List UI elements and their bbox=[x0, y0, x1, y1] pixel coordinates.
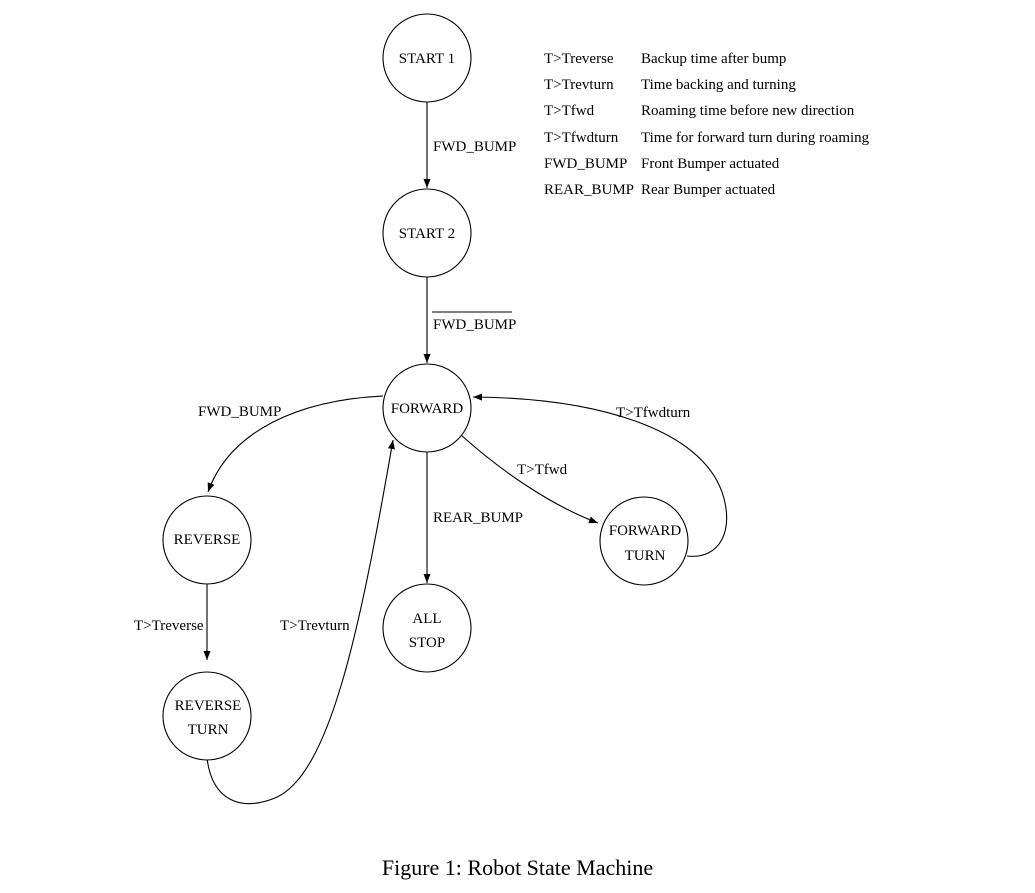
state-all-stop: ALL STOP bbox=[382, 583, 472, 673]
state-forward-turn: FORWARD TURN bbox=[599, 496, 689, 586]
legend-desc: Time backing and turning bbox=[641, 77, 796, 93]
legend-desc: Roaming time before new direction bbox=[641, 103, 855, 119]
states: START 1 START 2 FORWARD REVERSE REVERSE … bbox=[162, 13, 689, 761]
state-circle bbox=[162, 671, 252, 761]
state-circle bbox=[162, 495, 252, 585]
legend-row: T>Tfwd Roaming time before new direction bbox=[544, 103, 855, 119]
state-label-line2: TURN bbox=[625, 548, 666, 564]
legend-desc: Time for forward turn during roaming bbox=[641, 130, 870, 146]
legend-term: T>Tfwdturn bbox=[544, 130, 619, 146]
label-forwardturn-to-forward: T>Tfwdturn bbox=[616, 405, 691, 421]
label-forward-to-reverse: FWD_BUMP bbox=[198, 404, 281, 420]
legend-desc: Backup time after bump bbox=[641, 51, 786, 67]
label-reverseturn-to-forward: T>Trevturn bbox=[280, 618, 350, 634]
state-label-line2: TURN bbox=[188, 722, 229, 738]
legend-row: FWD_BUMP Front Bumper actuated bbox=[544, 156, 780, 172]
edge-reverseturn-to-forward bbox=[206, 439, 395, 805]
state-reverse-turn: REVERSE TURN bbox=[162, 671, 252, 761]
state-label: START 2 bbox=[399, 226, 455, 242]
edge-forwardturn-to-forward bbox=[472, 393, 728, 557]
state-circle bbox=[382, 188, 472, 278]
state-forward: FORWARD bbox=[382, 363, 472, 453]
state-start1: START 1 bbox=[382, 13, 472, 103]
state-reverse: REVERSE bbox=[162, 495, 252, 585]
legend-term: T>Trevturn bbox=[544, 77, 614, 93]
state-circle bbox=[382, 363, 472, 453]
label-forward-to-allstop: REAR_BUMP bbox=[433, 510, 523, 526]
edge-forward-to-forwardturn bbox=[460, 434, 599, 524]
state-label-line1: ALL bbox=[412, 611, 441, 627]
edge-forward-to-reverse bbox=[207, 395, 384, 493]
label-forward-to-forwardturn: T>Tfwd bbox=[517, 462, 568, 478]
legend-desc: Front Bumper actuated bbox=[641, 156, 780, 172]
state-circle bbox=[382, 583, 472, 673]
legend-row: T>Treverse Backup time after bump bbox=[544, 51, 786, 67]
legend-desc: Rear Bumper actuated bbox=[641, 182, 776, 198]
state-circle bbox=[382, 13, 472, 103]
label-reverse-to-reverseturn: T>Treverse bbox=[134, 618, 204, 634]
legend-term: FWD_BUMP bbox=[544, 156, 627, 172]
legend-row: T>Trevturn Time backing and turning bbox=[544, 77, 796, 93]
label-start2-to-forward: FWD_BUMP bbox=[433, 317, 516, 333]
state-label: START 1 bbox=[399, 51, 455, 67]
state-circle bbox=[599, 496, 689, 586]
state-start2: START 2 bbox=[382, 188, 472, 278]
legend: T>Treverse Backup time after bump T>Trev… bbox=[544, 51, 870, 198]
state-label-line1: FORWARD bbox=[609, 523, 682, 539]
legend-term: REAR_BUMP bbox=[544, 182, 634, 198]
state-label-line1: REVERSE bbox=[175, 698, 242, 714]
transitions bbox=[203, 102, 728, 805]
legend-row: T>Tfwdturn Time for forward turn during … bbox=[544, 130, 870, 146]
legend-term: T>Tfwd bbox=[544, 103, 595, 119]
legend-term: T>Treverse bbox=[544, 51, 614, 67]
figure-caption: Figure 1: Robot State Machine bbox=[381, 855, 654, 880]
state-label: REVERSE bbox=[174, 532, 241, 548]
label-start1-to-start2: FWD_BUMP bbox=[433, 139, 516, 155]
state-label-line2: STOP bbox=[409, 635, 445, 651]
transition-labels: FWD_BUMP FWD_BUMP FWD_BUMP T>Treverse T>… bbox=[134, 139, 691, 634]
legend-row: REAR_BUMP Rear Bumper actuated bbox=[544, 182, 776, 198]
state-label: FORWARD bbox=[391, 401, 464, 417]
